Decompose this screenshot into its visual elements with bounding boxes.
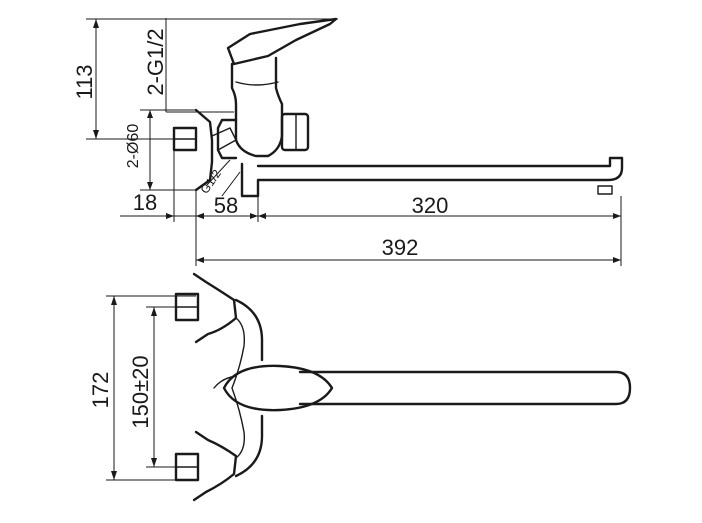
dim-thread-pair-label: 2-G1/2 xyxy=(143,28,168,95)
lever-top-inner xyxy=(213,375,237,389)
valve-body xyxy=(230,56,284,158)
eccentric-nut xyxy=(172,126,198,152)
top-dimensions: 172 150±20 xyxy=(88,295,196,481)
eccentric-thread xyxy=(211,127,237,151)
dim-172-label: 172 xyxy=(88,372,113,409)
body-curve xyxy=(234,298,264,478)
aerator xyxy=(597,185,613,195)
lever-top xyxy=(222,364,334,412)
cartridge-ring xyxy=(235,81,279,86)
lower-flange xyxy=(192,430,238,502)
spout xyxy=(240,156,624,198)
dim-58-label: 58 xyxy=(214,193,238,218)
dim-diameter-pair-label: 2-Ø60 xyxy=(125,124,142,169)
side-dimensions: 113 2-G1/2 2-Ø60 G1/2 18 58 320 xyxy=(72,18,622,266)
side-view xyxy=(172,17,624,198)
dim-392-label: 392 xyxy=(382,235,419,260)
spout-top xyxy=(298,370,632,406)
dim-320-label: 320 xyxy=(412,193,449,218)
lever-handle xyxy=(226,17,338,66)
dim-113-label: 113 xyxy=(72,64,97,99)
body-connector xyxy=(216,118,238,160)
dim-150-label: 150±20 xyxy=(128,355,153,428)
dim-18-label: 18 xyxy=(133,190,157,215)
top-view xyxy=(174,272,632,502)
diverter-knob xyxy=(280,112,310,152)
wall-flange xyxy=(194,108,214,192)
body-inner-curve xyxy=(231,317,246,459)
upper-flange xyxy=(192,272,238,344)
